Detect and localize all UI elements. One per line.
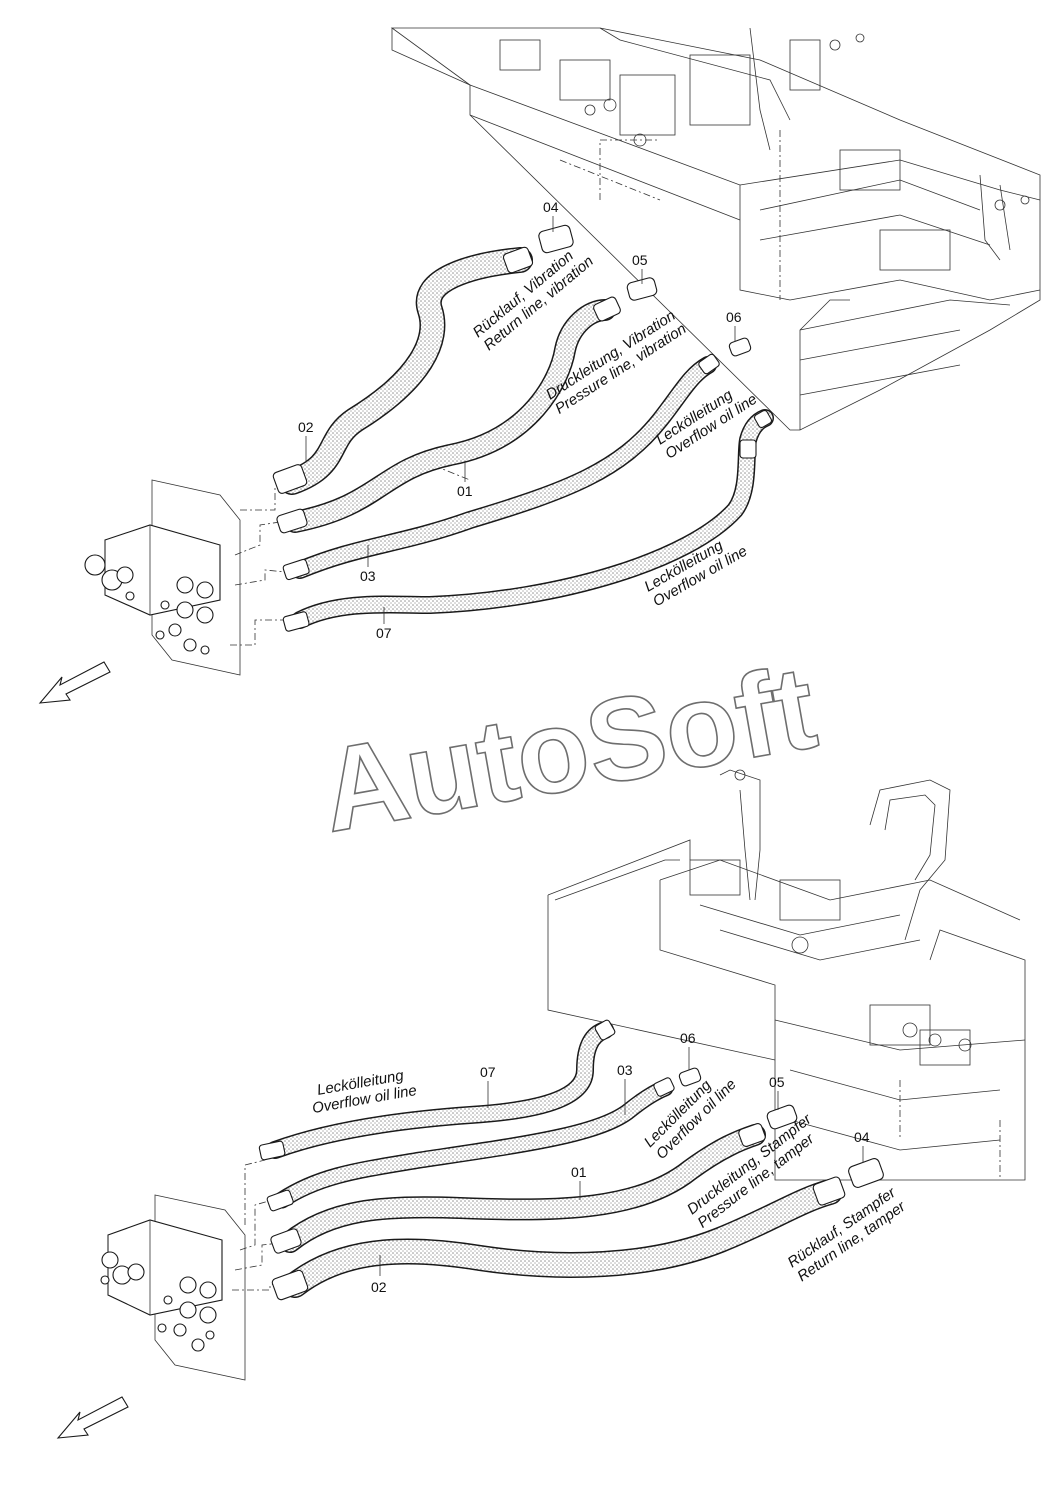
top-hose-02 bbox=[272, 246, 534, 495]
top-callouts: 04 05 06 02 01 03 07 bbox=[298, 199, 742, 641]
bottom-hose-07 bbox=[258, 1019, 616, 1161]
callout-01: 01 bbox=[571, 1164, 587, 1180]
top-hose-01 bbox=[276, 296, 621, 534]
callout-04: 04 bbox=[854, 1129, 870, 1145]
top-screed-assembly bbox=[390, 27, 1041, 431]
callout-01: 01 bbox=[457, 483, 473, 499]
fitting-06 bbox=[678, 1067, 702, 1087]
top-hose-03 bbox=[282, 353, 720, 581]
fitting-04 bbox=[848, 1158, 884, 1188]
bottom-valve-block bbox=[100, 1194, 246, 1381]
callout-04: 04 bbox=[543, 199, 559, 215]
callout-02: 02 bbox=[298, 419, 314, 435]
bottom-fittings bbox=[678, 1067, 884, 1188]
fitting-06 bbox=[728, 337, 752, 357]
top-fittings bbox=[538, 224, 752, 357]
fitting-05 bbox=[766, 1104, 798, 1130]
bottom-callouts: 07 03 06 05 01 04 02 bbox=[371, 1030, 870, 1295]
bottom-hose-03 bbox=[266, 1077, 675, 1212]
watermark: AutoSoft bbox=[312, 641, 825, 857]
top-hose-07 bbox=[282, 409, 774, 632]
callout-05: 05 bbox=[632, 252, 648, 268]
callout-05: 05 bbox=[769, 1074, 785, 1090]
direction-arrow-icon bbox=[56, 1396, 129, 1439]
callout-06: 06 bbox=[726, 309, 742, 325]
direction-arrow-icon bbox=[38, 661, 111, 704]
callout-03: 03 bbox=[360, 568, 376, 584]
callout-02: 02 bbox=[371, 1279, 387, 1295]
bottom-hose-01 bbox=[270, 1123, 766, 1254]
bottom-hose-02 bbox=[271, 1176, 846, 1301]
callout-07: 07 bbox=[376, 625, 392, 641]
callout-07: 07 bbox=[480, 1064, 496, 1080]
top-valve-block bbox=[84, 479, 241, 676]
top-leader-lines bbox=[230, 459, 471, 646]
bottom-screed-assembly bbox=[547, 769, 1026, 1181]
bottom-leader-lines bbox=[232, 1159, 283, 1291]
callout-03: 03 bbox=[617, 1062, 633, 1078]
fitting-05 bbox=[626, 277, 658, 301]
fitting-04 bbox=[538, 224, 574, 254]
callout-06: 06 bbox=[680, 1030, 696, 1046]
